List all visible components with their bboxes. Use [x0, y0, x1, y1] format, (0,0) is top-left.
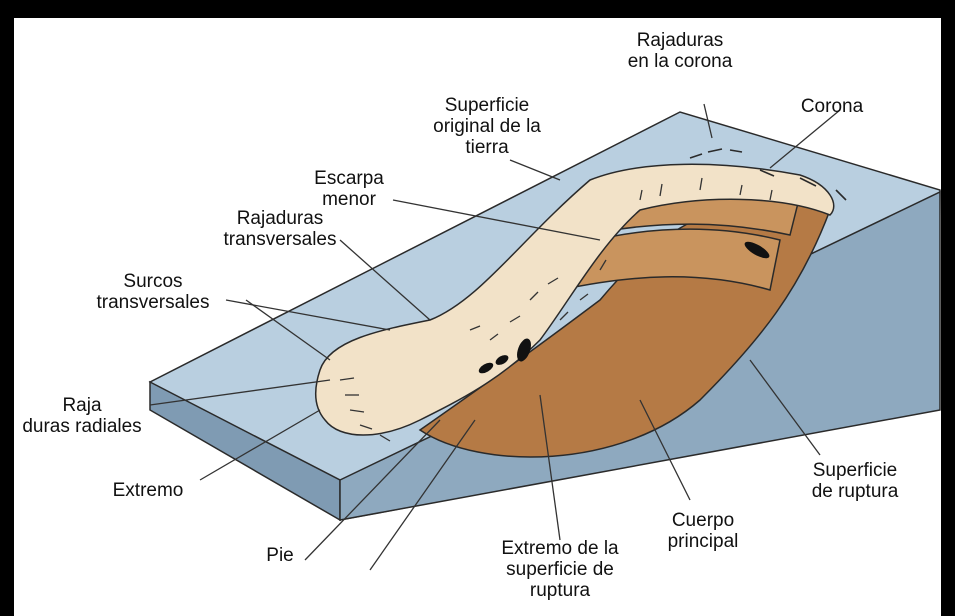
label-radial-cracks: Raja duras radiales [22, 395, 141, 437]
label-crown-cracks: Rajaduras en la corona [628, 30, 733, 72]
label-transverse-ridges: Surcos transversales [97, 271, 210, 313]
label-crown: Corona [801, 96, 863, 117]
label-main-body: Cuerpo principal [668, 510, 739, 552]
label-foot: Pie [266, 545, 293, 566]
label-transverse-cracks: Rajaduras transversales [224, 208, 337, 250]
label-toe-tip: Extremo [113, 480, 184, 501]
label-rupture-surface: Superficie de ruptura [812, 460, 899, 502]
label-minor-scarp: Escarpa menor [314, 168, 384, 210]
label-rupture-surface-tip: Extremo de la superficie de ruptura [501, 538, 618, 601]
label-original-ground-surface: Superficie original de la tierra [433, 95, 541, 158]
